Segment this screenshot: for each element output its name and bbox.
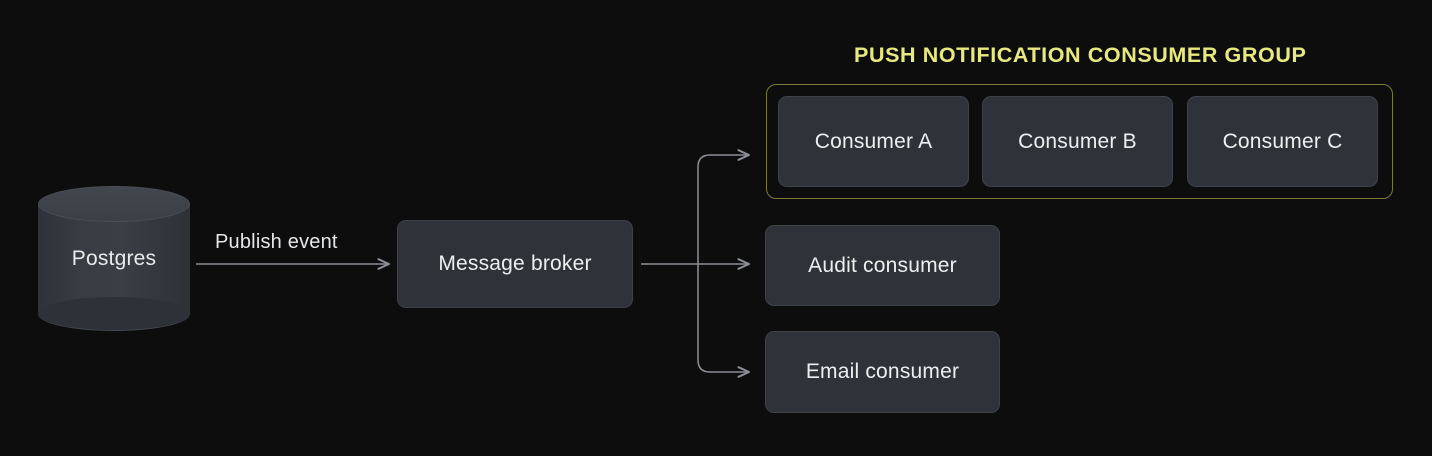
consumer-c-node[interactable]: Consumer C [1187, 96, 1378, 187]
consumer-a-label: Consumer A [814, 129, 933, 153]
postgres-label: Postgres [71, 247, 157, 270]
push-notification-consumer-group-frame [766, 84, 1393, 199]
consumer-b-node[interactable]: Consumer B [982, 96, 1173, 187]
email-consumer-node[interactable]: Email consumer [765, 331, 1000, 413]
audit-consumer-node[interactable]: Audit consumer [765, 225, 1000, 306]
consumer-c-label: Consumer C [1222, 129, 1343, 153]
message-broker-node[interactable]: Message broker [397, 220, 633, 308]
publish-event-label: Publish event [215, 231, 338, 253]
email-consumer-label: Email consumer [805, 360, 960, 383]
postgres-database-node[interactable]: Postgres [38, 186, 190, 332]
audit-consumer-label: Audit consumer [808, 253, 957, 277]
consumer-a-node[interactable]: Consumer A [778, 96, 969, 187]
arrow-broker-to-consumer-group [697, 155, 749, 265]
arrow-broker-to-email-consumer [697, 263, 749, 372]
consumer-b-label: Consumer B [1018, 129, 1137, 153]
cylinder-bottom-ellipse [38, 297, 190, 331]
message-broker-label: Message broker [438, 252, 592, 275]
cylinder-top-ellipse [38, 186, 190, 222]
consumer-group-title: PUSH NOTIFICATION CONSUMER GROUP [854, 43, 1307, 67]
